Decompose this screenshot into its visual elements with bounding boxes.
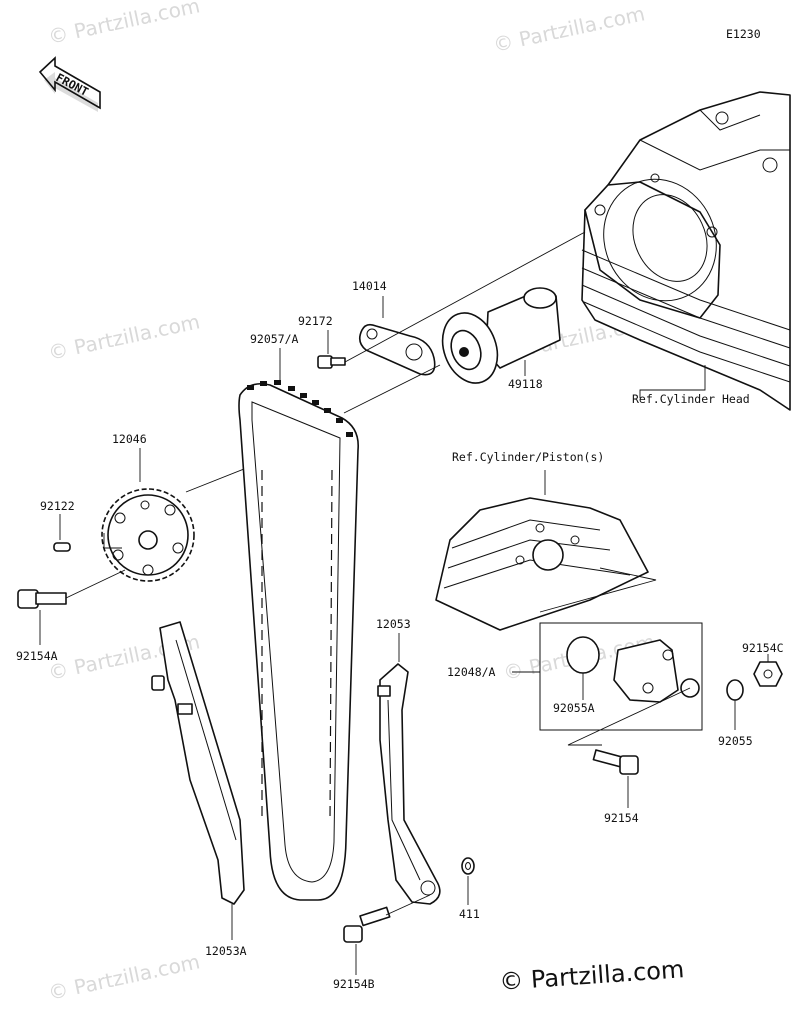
bolt-92154B (343, 906, 391, 943)
washer-411 (461, 857, 475, 875)
label-92154: 92154 (604, 811, 639, 825)
label-12053A: 12053A (205, 944, 247, 958)
label-92055: 92055 (718, 734, 753, 748)
label-49118: 49118 (508, 377, 543, 391)
cylinder-block (435, 497, 649, 631)
watermark: © Partzilla.com (46, 949, 202, 1005)
label-92154C: 92154C (742, 641, 784, 655)
label-12053: 12053 (376, 617, 411, 631)
chain-guide-12053A (151, 621, 245, 905)
label-12046: 12046 (112, 432, 147, 446)
watermark: © Partzilla.com (46, 309, 202, 365)
front-arrow-icon: FRONT (38, 56, 101, 112)
label-12048A: 12048/A (447, 665, 496, 679)
label-92154B: 92154B (333, 977, 375, 991)
cylinder-head (581, 91, 791, 411)
label-ref-cylinder-head: Ref.Cylinder Head (632, 392, 750, 406)
label-92055A: 92055A (553, 701, 595, 715)
label-14014: 14014 (352, 279, 387, 293)
cam-chain-92057A (238, 380, 359, 901)
watermark: © Partzilla.com (46, 0, 202, 49)
o-ring-92055 (726, 679, 744, 701)
watermark-big: © Partzilla.com (498, 955, 685, 996)
chain-guide-12053 (377, 663, 441, 905)
camshaft-49118 (441, 287, 561, 384)
watermark: © Partzilla.com (491, 1, 647, 57)
cap-bolt-92154C (753, 661, 783, 687)
label-92154A: 92154A (16, 649, 58, 663)
bolt-92154 (592, 749, 639, 775)
label-92057A: 92057/A (250, 332, 299, 346)
bolt-92154A (17, 589, 67, 609)
label-ref-cylinder-piston: Ref.Cylinder/Piston(s) (452, 450, 604, 464)
pin-92122 (53, 542, 71, 552)
label-92122: 92122 (40, 499, 75, 513)
holder-plate-14014 (358, 323, 436, 376)
label-92172: 92172 (298, 314, 333, 328)
tensioner-assembly-12048A (539, 622, 703, 731)
sprocket-12046 (101, 488, 195, 582)
label-411: 411 (459, 907, 480, 921)
bolt-92172 (317, 355, 346, 369)
diagram-code: E1230 (726, 27, 761, 41)
